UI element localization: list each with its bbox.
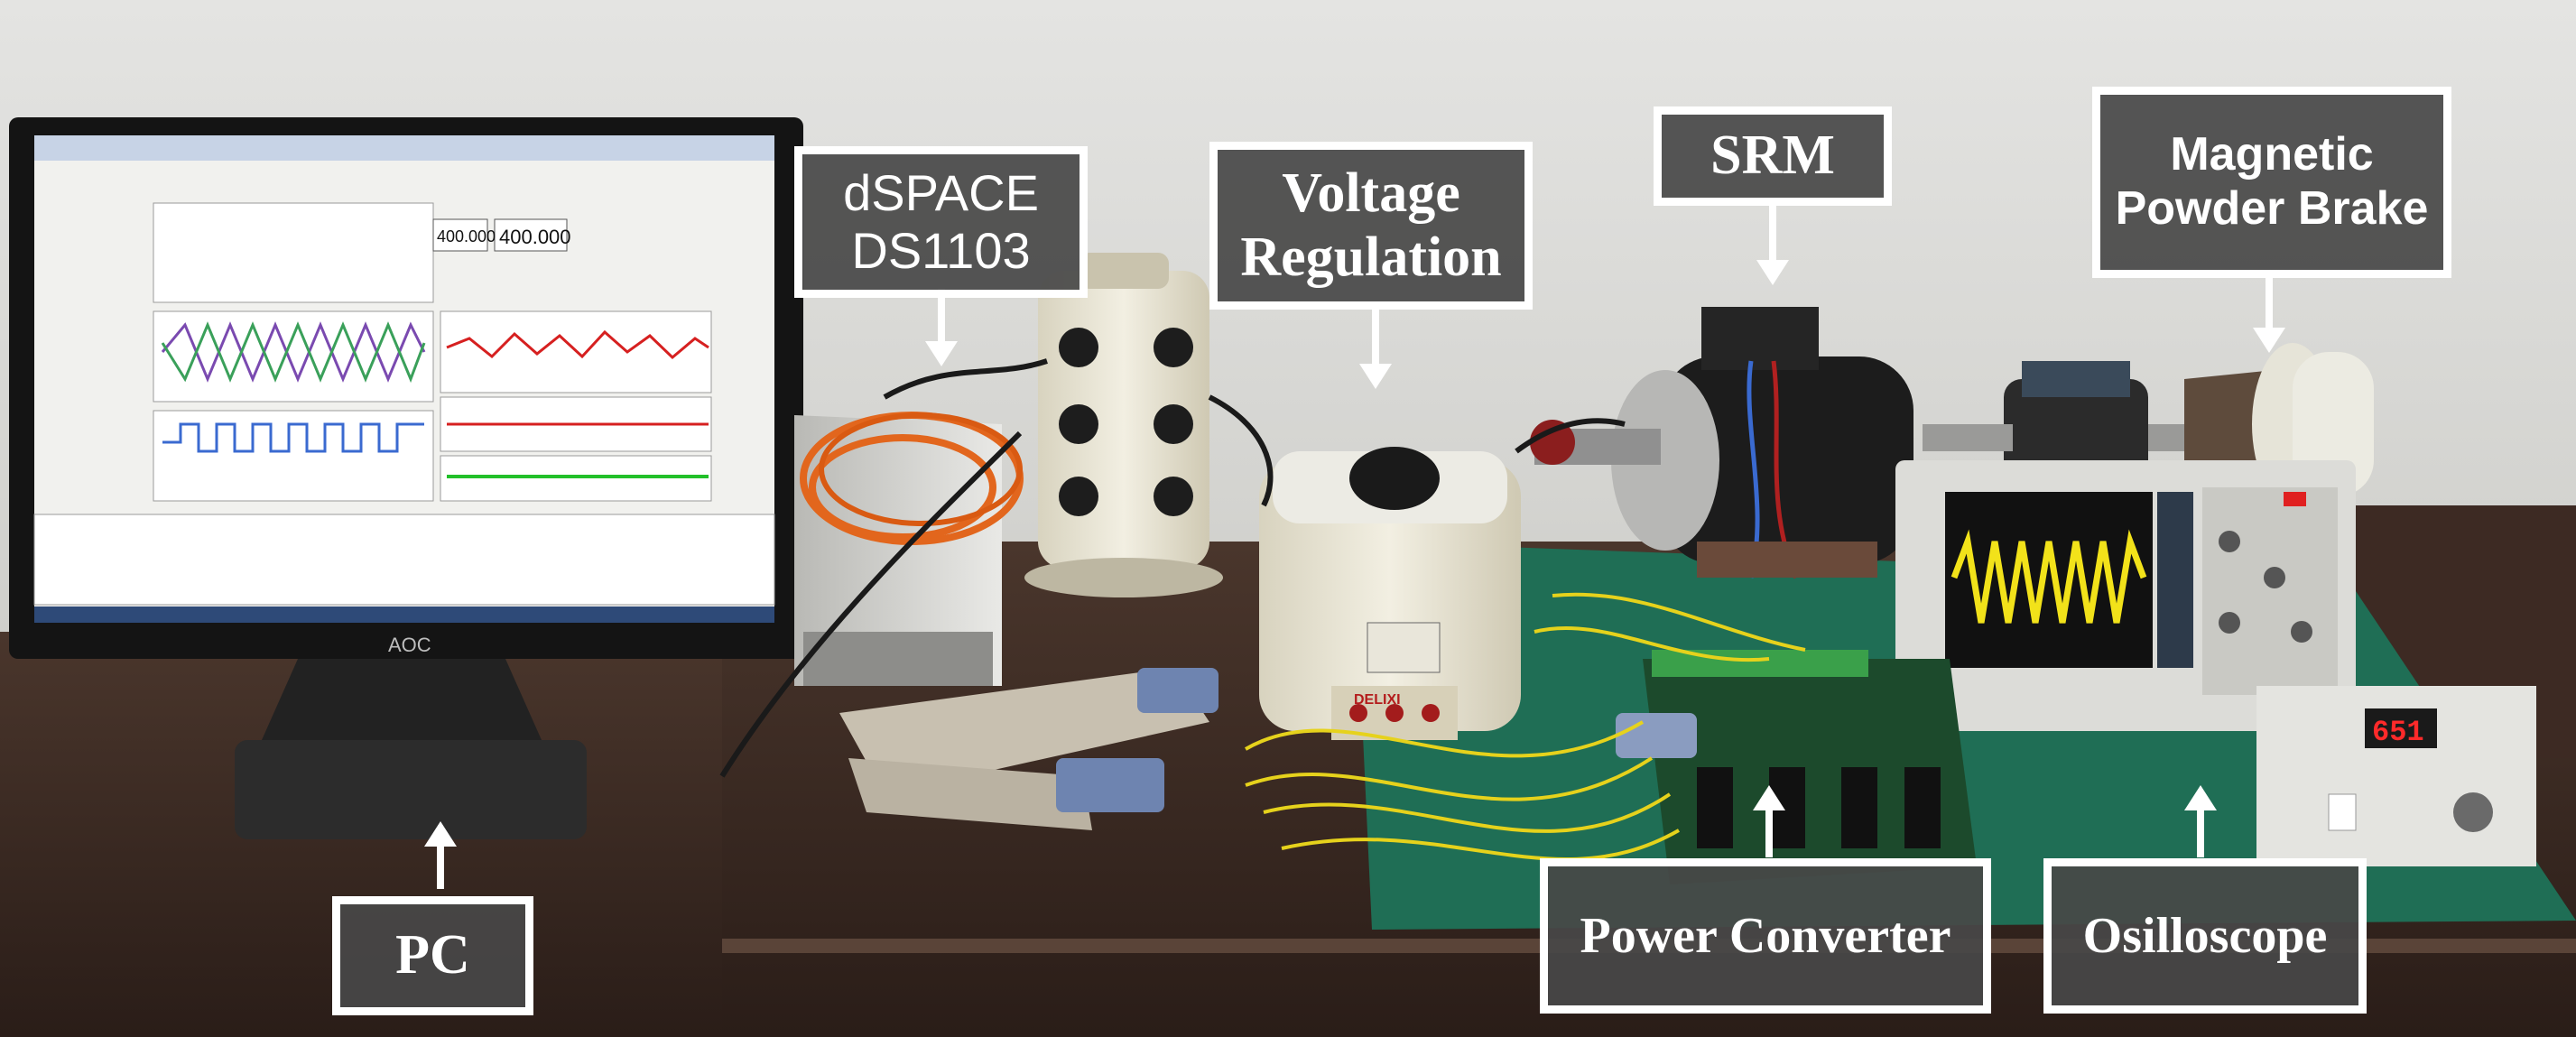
label-dspace-line2: DS1103 xyxy=(851,222,1031,279)
label-pc: PC xyxy=(332,896,533,1015)
label-dspace-line1: dSPACE xyxy=(843,163,1039,221)
label-power-converter-text: Power Converter xyxy=(1580,907,1951,964)
label-voltage-regulation: Voltage Regulation xyxy=(1209,142,1533,310)
label-voltage-text: Voltage Regulation xyxy=(1240,162,1501,291)
monitor-readout-1: 400.000 xyxy=(437,227,496,245)
label-srm: SRM xyxy=(1654,106,1892,206)
brake-controller: 651 xyxy=(2256,686,2536,866)
label-voltage-line2: Regulation xyxy=(1240,227,1502,288)
label-pc-text: PC xyxy=(395,924,470,986)
label-power-converter: Power Converter xyxy=(1540,858,1991,1014)
monitor-readout-2: 400.000 xyxy=(499,226,571,248)
srm-motor xyxy=(1530,307,1913,579)
dspace-box xyxy=(794,412,1024,686)
pc-monitor: 400.000 400.000 AOC xyxy=(9,117,803,839)
oscilloscope xyxy=(1895,460,2356,731)
monitor-brand: AOC xyxy=(388,634,431,656)
label-voltage-line1: Voltage xyxy=(1282,162,1460,224)
label-dspace: dSPACE DS1103 xyxy=(794,146,1088,298)
voltage-regulator: DELIXI xyxy=(1259,447,1521,740)
label-srm-text: SRM xyxy=(1710,125,1835,187)
power-strip-tower xyxy=(1024,253,1223,597)
label-oscilloscope-text: Osilloscope xyxy=(2082,907,2328,964)
label-oscilloscope: Osilloscope xyxy=(2043,858,2367,1014)
arrow-brake xyxy=(2253,275,2285,353)
arrow-power-converter xyxy=(1753,785,1785,857)
arrow-dspace xyxy=(925,289,958,366)
label-brake-line2: Powder Brake xyxy=(2115,182,2429,235)
arrow-srm xyxy=(1756,200,1789,285)
power-converter-board xyxy=(1616,650,1977,884)
label-brake-line1: Magnetic xyxy=(2170,128,2374,181)
label-magnetic-powder-brake: Magnetic Powder Brake xyxy=(2092,87,2451,278)
arrows xyxy=(424,200,2285,889)
arrow-pc xyxy=(424,821,457,889)
arrow-oscilloscope xyxy=(2184,785,2217,857)
cabling xyxy=(719,358,1806,862)
regulator-brand: DELIXI xyxy=(1354,692,1401,708)
label-dspace-text: dSPACE DS1103 xyxy=(843,164,1039,281)
arrow-voltage xyxy=(1359,307,1392,389)
brake-controller-display: 651 xyxy=(2372,716,2424,749)
label-brake-text: Magnetic Powder Brake xyxy=(2116,128,2429,236)
